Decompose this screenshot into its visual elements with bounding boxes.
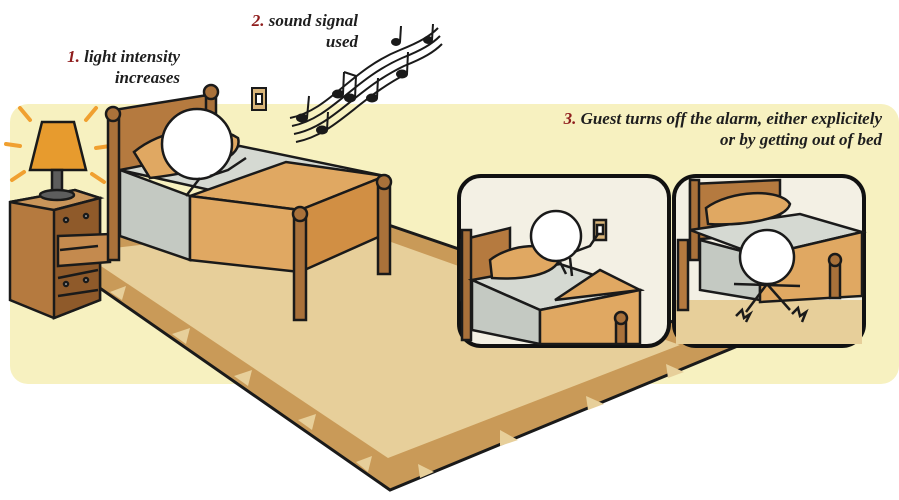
step-2-number: 2. <box>251 11 265 30</box>
step-3-caption: 3. Guest turns off the alarm, either exp… <box>440 108 882 150</box>
lamp-icon <box>28 120 88 202</box>
panel-get-out-of-bed <box>672 174 867 348</box>
light-switch-icon <box>251 87 267 111</box>
panel-turn-off-alarm <box>457 174 671 348</box>
step-3-line1: Guest turns off the alarm, either explic… <box>580 109 882 128</box>
light-rays <box>4 106 112 184</box>
step-3-number: 3. <box>563 109 577 128</box>
step-2-line2: used <box>325 32 358 51</box>
step-3-line2: or by getting out of bed <box>720 130 882 149</box>
step-2-caption: 2. sound signal used <box>208 10 358 52</box>
step-1-number: 1. <box>67 47 80 66</box>
step-2-line1: sound signal <box>268 11 358 30</box>
step-1-line2: increases <box>114 68 180 87</box>
stick-figure-icon <box>160 107 247 197</box>
step-1-line1: light intensity <box>84 47 180 66</box>
music-notes-icon <box>289 23 443 143</box>
step-1-caption: 1. light intensity increases <box>30 46 180 88</box>
nightstand-icon <box>8 188 112 320</box>
